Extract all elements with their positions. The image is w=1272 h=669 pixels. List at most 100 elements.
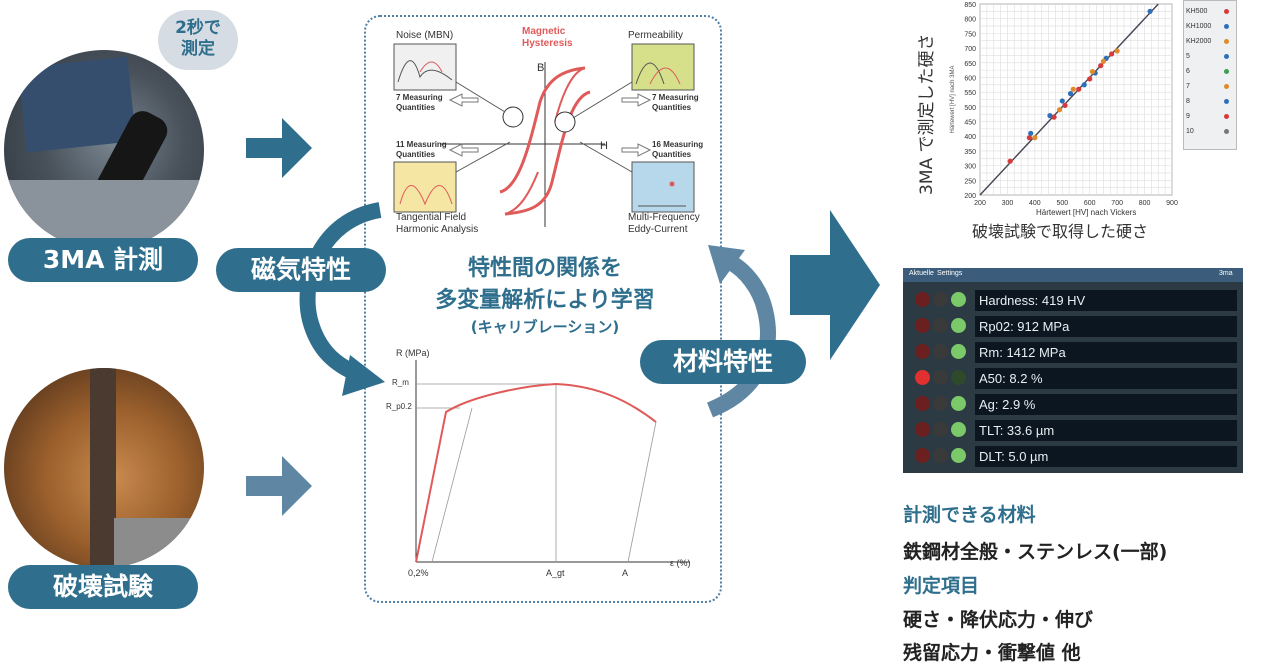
x-tick-label: 700 <box>1111 200 1123 207</box>
materials-text: 鉄鋼材全般・ステンレス(一部) <box>903 541 1168 563</box>
arrow-right-bottom <box>246 456 312 516</box>
3ma-measurement-photo <box>4 50 204 250</box>
led-neutral <box>933 370 948 385</box>
data-point <box>1047 113 1053 119</box>
stress-x-ag: A_gt <box>546 568 565 578</box>
legend-label: KH500 <box>1186 8 1208 15</box>
noise-quant-2: Quantities <box>396 103 436 112</box>
data-point <box>1147 8 1153 14</box>
hysteresis-diagram <box>393 43 695 227</box>
stress-y-label: R (MPa) <box>396 348 430 358</box>
scatter-x-label: 破壊試験で取得した硬さ <box>972 222 1149 241</box>
y-tick-label: 700 <box>964 46 976 53</box>
scatter-chart: 8508007507006506005505004504003503002502… <box>950 2 1178 207</box>
tan-quant-2: Quantities <box>396 150 436 159</box>
legend-item: KH1000 <box>1186 20 1234 34</box>
y-tick-label: 750 <box>964 31 976 38</box>
led-green <box>951 370 966 385</box>
tan-title-1: Tangential Field <box>396 212 467 223</box>
led-green <box>951 344 966 359</box>
y-tick-label: 600 <box>964 75 976 82</box>
tab-aktuelle[interactable]: Aktuelle <box>909 270 934 277</box>
speech-bubble: 2秒で 測定 <box>158 10 238 70</box>
result-row: DLT: 5.0 µm <box>911 446 1237 467</box>
legend-item: KH500 <box>1186 5 1234 19</box>
panel-header <box>903 268 1243 282</box>
result-panel: Aktuelle Settings 3ma Hardness: 419 HV Rp… <box>903 268 1243 473</box>
data-point <box>1076 86 1082 92</box>
led-red <box>915 370 930 385</box>
permeability-thumbnail <box>631 43 695 91</box>
y-tick-label: 200 <box>964 193 976 200</box>
perm-quant-2: Quantities <box>652 103 692 112</box>
eddy-title-1: Multi-Frequency <box>628 212 700 223</box>
result-row: Rp02: 912 MPa <box>911 316 1237 337</box>
legend-marker <box>1224 9 1229 14</box>
pill-magnetic-properties: 磁気特性 <box>216 248 386 292</box>
stress-curve <box>415 382 657 563</box>
axis-b-label: B <box>537 62 545 74</box>
learning-line-3: (キャリブレーション) <box>470 318 620 336</box>
stress-x-label: ε (%) <box>670 558 691 568</box>
x-tick-label: 500 <box>1056 200 1068 207</box>
diagram-box <box>364 15 722 603</box>
axis-h-label: H <box>600 140 608 152</box>
x-tick-label: 400 <box>1029 200 1041 207</box>
y-tick-label: 250 <box>964 178 976 185</box>
led-neutral <box>933 396 948 411</box>
eddy-title-2: Eddy-Current <box>628 224 688 235</box>
result-label: DLT: 5.0 µm <box>975 446 1237 467</box>
x-tick-label: 300 <box>1002 200 1014 207</box>
curved-arrow-right <box>706 245 776 418</box>
y-tick-label: 850 <box>964 2 976 9</box>
legend-item: 7 <box>1186 80 1234 94</box>
legend-item: 8 <box>1186 95 1234 109</box>
pill-3ma-measurement: 3MA 計測 <box>8 238 198 282</box>
data-point <box>1081 82 1087 88</box>
data-point <box>1007 158 1013 164</box>
brand-logo: 3ma <box>1219 270 1233 277</box>
data-point <box>1100 58 1107 64</box>
tab-settings[interactable]: Settings <box>937 270 963 277</box>
led-green <box>951 448 966 463</box>
items-heading: 判定項目 <box>903 575 980 597</box>
legend-marker <box>1224 99 1229 104</box>
legend-item: 10 <box>1186 125 1234 139</box>
data-point <box>1087 76 1093 82</box>
learning-line-1: 特性間の関係を <box>467 256 622 281</box>
destructive-test-photo <box>4 368 204 568</box>
y-tick-label: 350 <box>964 149 976 156</box>
legend-marker <box>1224 39 1229 44</box>
led-neutral <box>933 422 948 437</box>
stress-strain-chart <box>415 360 690 563</box>
y-tick-label: 400 <box>964 134 976 141</box>
legend-label: 7 <box>1186 83 1190 90</box>
legend-marker <box>1224 114 1229 119</box>
eddy-thumbnail <box>631 161 695 213</box>
y-tick-label: 550 <box>964 90 976 97</box>
data-point <box>1089 68 1096 75</box>
led-green <box>951 318 966 333</box>
stress-rp-label: R_p0.2 <box>386 402 412 411</box>
legend-item: 9 <box>1186 110 1234 124</box>
data-point <box>1032 135 1038 141</box>
eddy-quant-1: 16 Measuring <box>652 140 704 149</box>
legend-marker <box>1224 54 1229 59</box>
scatter-y-label: 3MA で測定した硬さ <box>917 33 937 195</box>
laptop-screen <box>17 56 137 153</box>
result-label: Rp02: 912 MPa <box>975 316 1237 337</box>
result-row: Ag: 2.9 % <box>911 394 1237 415</box>
led-green <box>951 396 966 411</box>
data-point <box>1051 114 1057 120</box>
legend-label: 10 <box>1186 128 1194 135</box>
y-tick-label: 300 <box>964 164 976 171</box>
led-red <box>915 448 930 463</box>
result-label: Hardness: 419 HV <box>975 290 1237 311</box>
result-row: A50: 8.2 % <box>911 368 1237 389</box>
data-point <box>1070 86 1076 92</box>
y-tick-label: 450 <box>964 120 976 127</box>
stress-x-02: 0,2% <box>408 568 429 578</box>
learning-line-2: 多変量解析により学習 <box>435 288 655 313</box>
x-tick-label: 800 <box>1139 200 1151 207</box>
